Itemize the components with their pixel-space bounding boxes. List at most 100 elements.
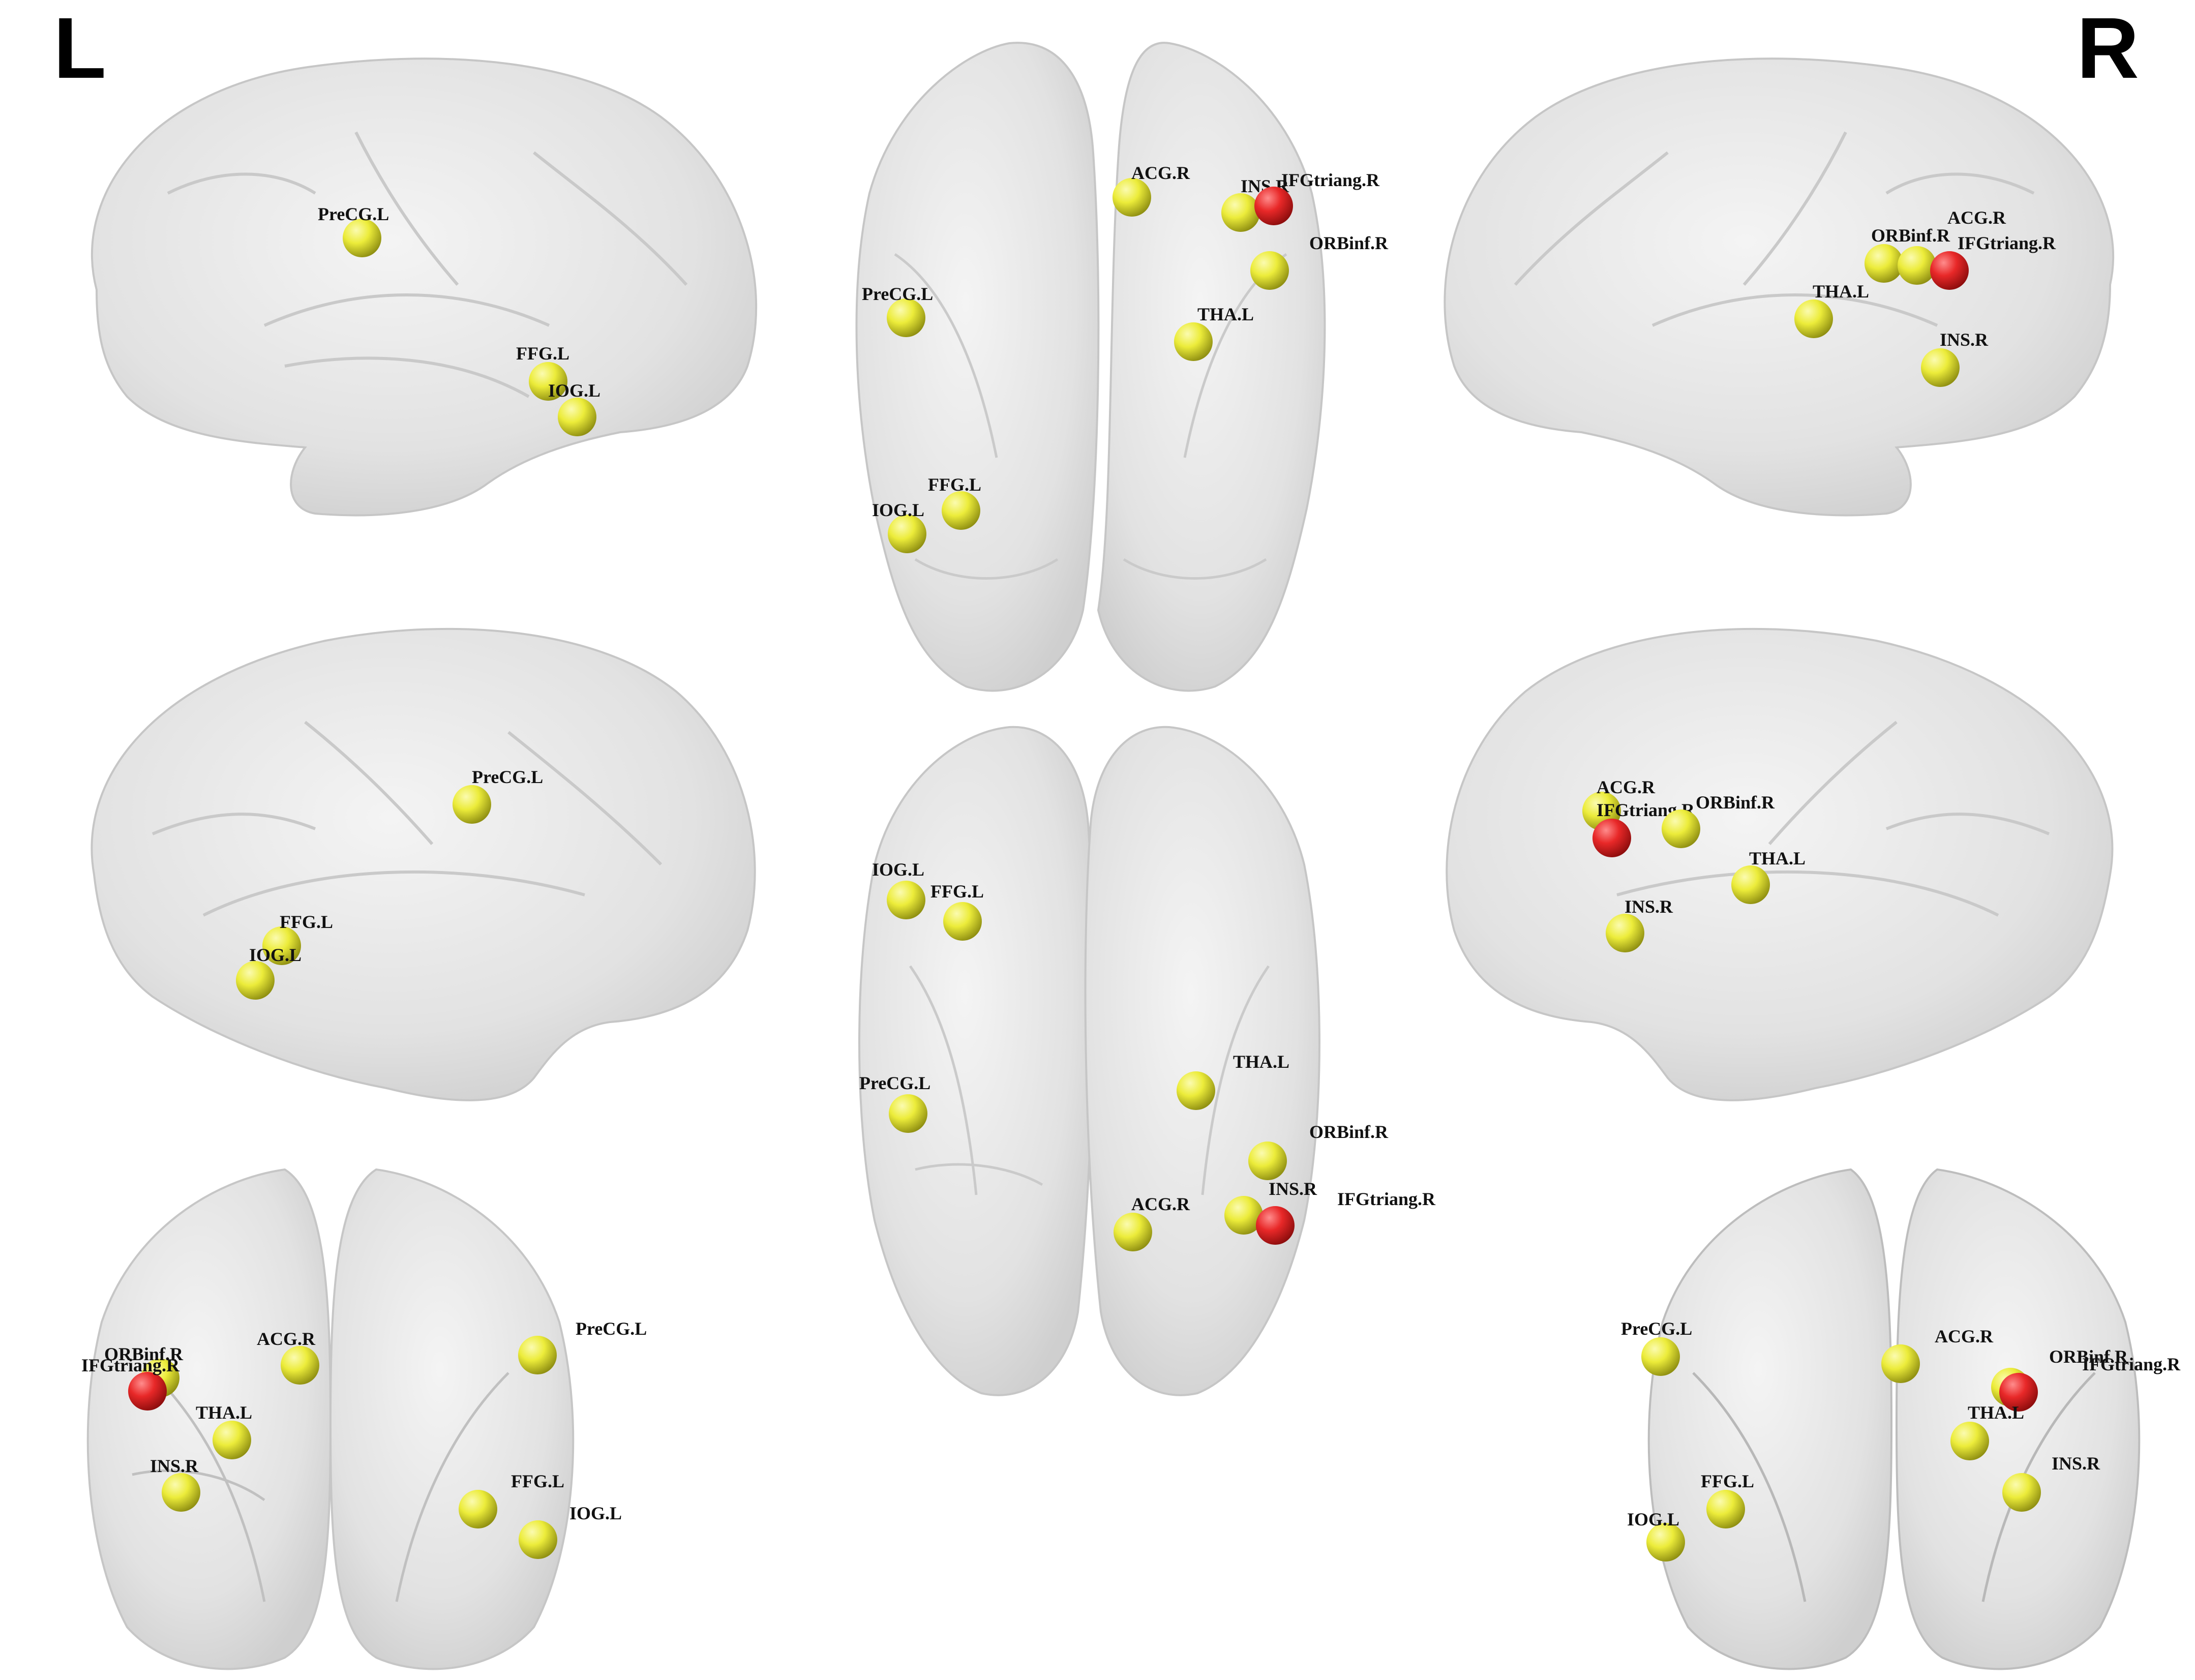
node-label-ifgtriang-r: IFGtriang.R <box>1281 170 1380 190</box>
node-ifgtriang-r-inferior <box>1256 1206 1295 1245</box>
node-ffg-l-left-lateral <box>529 362 567 401</box>
node-label-ffg-l: FFG.L <box>511 1471 564 1491</box>
node-acg-r-right-lateral <box>1898 246 1936 285</box>
node-label-iog-l: IOG.L <box>548 380 600 401</box>
node-ins-r-anterior <box>162 1473 200 1512</box>
node-label-orbinf-r: ORBinf.R <box>1309 1122 1389 1142</box>
node-orbinf-r-superior <box>1250 251 1289 290</box>
node-label-ins-r: INS.R <box>150 1456 199 1476</box>
node-label-precg-l: PreCG.L <box>472 767 543 787</box>
nodes-layer: PreCG.LFFG.LIOG.LACG.RINS.RIFGtriang.ROR… <box>81 163 2181 1562</box>
node-label-orbinf-r: ORBinf.R <box>1871 225 1950 246</box>
node-acg-r-superior <box>1112 178 1151 217</box>
superior-view <box>855 42 1326 692</box>
brain-outline-left-hemisphere <box>855 42 1100 692</box>
brain-outline-left-half <box>1647 1168 1893 1670</box>
node-orbinf-r-inferior <box>1248 1142 1287 1180</box>
node-iog-l-left-lateral <box>558 398 596 436</box>
node-label-iog-l: IOG.L <box>249 945 302 965</box>
node-ifgtriang-r-posterior <box>1999 1373 2038 1412</box>
node-precg-l-anterior <box>518 1336 557 1374</box>
brain-outline <box>1444 57 2115 517</box>
node-label-ins-r: INS.R <box>2052 1453 2100 1474</box>
brain-outline <box>91 627 756 1101</box>
node-label-acg-r: ACG.R <box>1131 1194 1190 1214</box>
node-tha-l-superior <box>1174 322 1213 361</box>
node-label-ffg-l: FFG.L <box>930 881 984 902</box>
node-ffg-l-inferior <box>943 902 982 941</box>
node-label-ifgtriang-r: IFGtriang.R <box>81 1355 180 1375</box>
brain-outline-left-half <box>86 1168 332 1670</box>
posterior-view <box>1647 1168 2141 1670</box>
brain-outline-right-hemisphere <box>1097 42 1326 692</box>
node-label-tha-l: THA.L <box>1968 1402 2024 1423</box>
node-label-iog-l: IOG.L <box>872 500 924 520</box>
node-ffg-l-superior <box>942 491 980 530</box>
brain-outline-right-half <box>329 1168 575 1670</box>
node-iog-l-superior <box>888 515 926 553</box>
node-iog-l-anterior <box>519 1520 557 1559</box>
node-label-acg-r: ACG.R <box>257 1329 316 1349</box>
node-iog-l-posterior <box>1646 1523 1685 1562</box>
node-label-tha-l: THA.L <box>196 1402 252 1423</box>
node-label-tha-l: THA.L <box>1749 848 1806 868</box>
node-precg-l-inferior <box>889 1094 927 1133</box>
node-tha-l-inferior <box>1177 1071 1215 1110</box>
left-medial-view <box>91 627 756 1101</box>
node-ifgtriang-r-right-medial <box>1592 819 1631 857</box>
node-ins-r-inferior <box>1224 1196 1263 1235</box>
node-precg-l-left-medial <box>453 785 491 824</box>
node-orbinf-r-right-lateral <box>1865 244 1903 283</box>
node-tha-l-right-medial <box>1731 865 1770 904</box>
node-label-orbinf-r: ORBinf.R <box>1696 792 1775 813</box>
node-ifgtriang-r-anterior <box>128 1372 167 1411</box>
node-label-iog-l: IOG.L <box>872 859 924 880</box>
brain-outline <box>91 57 758 517</box>
node-label-ffg-l: FFG.L <box>516 343 569 364</box>
node-ffg-l-posterior <box>1706 1490 1745 1528</box>
right-hemisphere-marker: R <box>2077 0 2139 97</box>
node-acg-r-anterior <box>281 1346 319 1385</box>
node-label-tha-l: THA.L <box>1233 1052 1289 1072</box>
node-label-precg-l: PreCG.L <box>859 1073 930 1093</box>
node-ins-r-posterior <box>2002 1473 2041 1512</box>
left-lateral-view <box>91 57 758 517</box>
node-label-iog-l: IOG.L <box>569 1503 622 1523</box>
node-label-tha-l: THA.L <box>1197 304 1254 324</box>
right-lateral-view <box>1444 57 2115 517</box>
node-label-acg-r: ACG.R <box>1131 163 1190 183</box>
node-ins-r-right-medial <box>1606 914 1644 952</box>
node-label-ffg-l: FFG.L <box>928 474 981 495</box>
node-label-acg-r: ACG.R <box>1947 207 2006 228</box>
node-ins-r-right-lateral <box>1921 348 1960 387</box>
node-label-ifgtriang-r: IFGtriang.R <box>1958 233 2056 253</box>
node-label-ins-r: INS.R <box>1625 896 1673 917</box>
node-precg-l-superior <box>887 298 925 337</box>
node-orbinf-r-right-medial <box>1662 809 1700 848</box>
node-label-acg-r: ACG.R <box>1935 1326 1994 1346</box>
node-iog-l-inferior <box>887 881 925 919</box>
node-label-orbinf-r: ORBinf.R <box>104 1344 184 1364</box>
node-label-ifgtriang-r: IFGtriang.R <box>2082 1354 2181 1374</box>
node-precg-l-posterior <box>1641 1337 1680 1376</box>
anterior-view <box>86 1168 575 1670</box>
node-label-ins-r: INS.R <box>1269 1179 1317 1199</box>
node-label-precg-l: PreCG.L <box>862 284 933 304</box>
node-ifgtriang-r-superior <box>1254 187 1293 225</box>
node-label-ffg-l: FFG.L <box>280 912 333 932</box>
node-ifgtriang-r-right-lateral <box>1930 251 1969 290</box>
node-label-precg-l: PreCG.L <box>576 1318 647 1339</box>
node-label-tha-l: THA.L <box>1813 281 1869 302</box>
node-ins-r-superior <box>1221 193 1260 232</box>
node-acg-r-posterior <box>1881 1344 1920 1383</box>
node-label-ins-r: INS.R <box>1940 329 1989 350</box>
node-tha-l-posterior <box>1950 1422 1989 1460</box>
node-ffg-l-anterior <box>459 1490 497 1528</box>
node-label-orbinf-r: ORBinf.R <box>1309 233 1389 253</box>
node-label-iog-l: IOG.L <box>1627 1509 1679 1529</box>
node-label-ifgtriang-r: IFGtriang.R <box>1337 1189 1436 1209</box>
node-label-orbinf-r: ORBinf.R <box>2049 1346 2128 1367</box>
node-tha-l-right-lateral <box>1794 299 1833 338</box>
node-label-precg-l: PreCG.L <box>1621 1318 1692 1339</box>
node-ffg-l-left-medial <box>262 926 301 965</box>
